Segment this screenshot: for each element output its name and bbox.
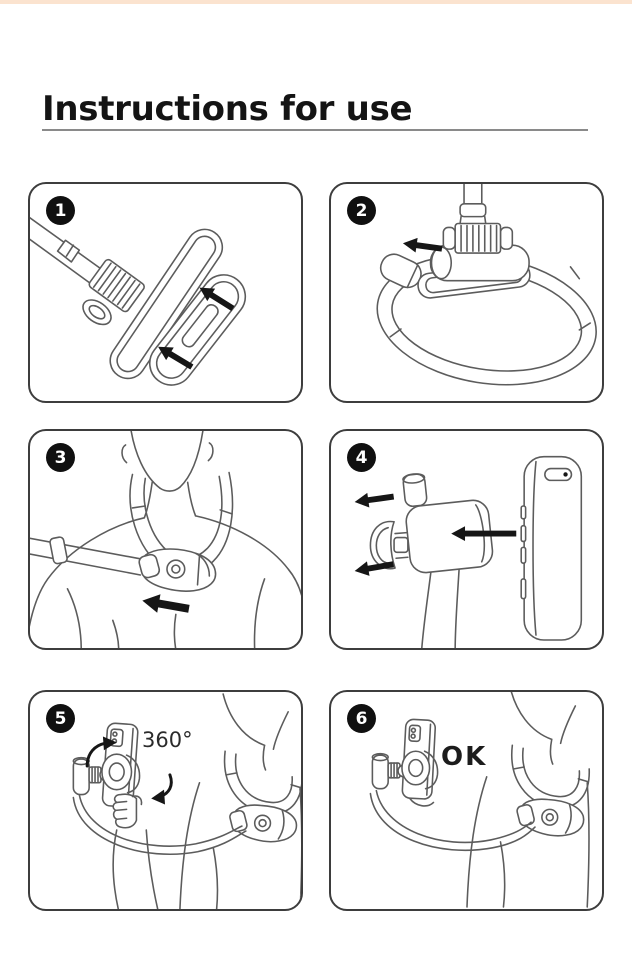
instruction-step-4: 4 — [329, 429, 604, 650]
person-outline — [466, 692, 591, 908]
step-2-illustration — [376, 184, 597, 386]
hand-holding-phone — [112, 793, 159, 909]
step-number: 3 — [54, 447, 67, 468]
step-number: 1 — [54, 200, 67, 221]
step-number: 5 — [54, 708, 67, 729]
step-6-illustration — [369, 692, 591, 908]
step-1-illustration — [30, 216, 247, 386]
step-number: 4 — [355, 447, 368, 468]
rotation-label: 360° — [142, 728, 193, 752]
flex-arm — [369, 789, 536, 852]
phone-in-clamp — [72, 722, 141, 808]
instruction-step-1: 1 — [28, 182, 303, 403]
rotate-ccw-icon — [85, 741, 107, 768]
step-3-illustration — [30, 431, 301, 648]
step-number-badge: 5 — [46, 704, 75, 733]
step-number: 6 — [355, 708, 368, 729]
smartphone — [520, 455, 583, 641]
phone-in-clamp — [371, 718, 439, 807]
step-number-badge: 4 — [347, 443, 376, 472]
step-number: 2 — [355, 200, 368, 221]
instruction-step-5: 360° 5 — [28, 690, 303, 911]
step-number-badge: 6 — [347, 704, 376, 733]
flex-arm — [72, 793, 247, 855]
threaded-knob — [82, 258, 145, 326]
arrow-left-icon — [140, 591, 191, 619]
instruction-step-6: OK 6 — [329, 690, 604, 911]
instruction-step-2: 2 — [329, 182, 604, 403]
top-strip — [0, 0, 632, 4]
back-plate — [109, 228, 224, 380]
person-outline — [179, 693, 301, 909]
step-number-badge: 1 — [46, 196, 75, 225]
arrow-left-icon — [353, 489, 395, 510]
title-divider — [42, 129, 588, 131]
clamp-head — [369, 473, 494, 648]
step-5-illustration — [72, 693, 301, 909]
step-number-badge: 3 — [46, 443, 75, 472]
mount-pod — [30, 536, 217, 592]
ok-label: OK — [441, 742, 488, 772]
clamp-mount — [417, 184, 531, 299]
step-4-illustration — [353, 455, 583, 648]
person-outline — [30, 431, 301, 648]
page-title: Instructions for use — [42, 88, 413, 129]
step-number-badge: 2 — [347, 196, 376, 225]
instruction-step-3: 3 — [28, 429, 303, 650]
